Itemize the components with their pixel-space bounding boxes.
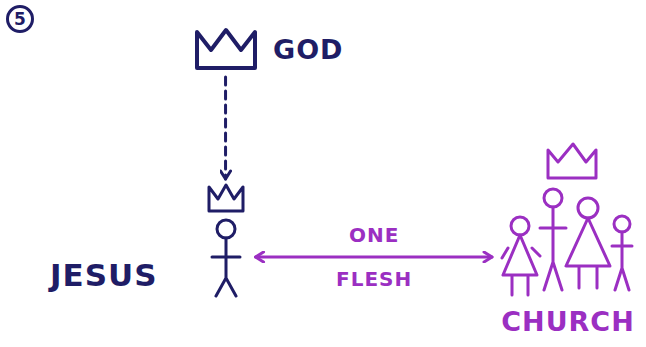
dashed-arrow <box>224 77 227 179</box>
figure-label: JESUS <box>50 257 158 293</box>
callout-circle: 5 <box>6 5 34 33</box>
double-arrow <box>256 256 492 259</box>
figure-drawing <box>193 26 259 72</box>
edge-label: ONE FLESH <box>336 213 412 301</box>
church-figure: CHURCH <box>498 140 638 337</box>
jesus-figure: JESUS <box>50 183 248 299</box>
figure-drawing <box>498 140 638 300</box>
god-figure: GOD <box>193 26 344 72</box>
figure-drawing <box>204 183 248 299</box>
figure-label: CHURCH <box>501 306 635 337</box>
callout-number: 5 <box>14 9 26 29</box>
figure-label: GOD <box>273 34 344 65</box>
